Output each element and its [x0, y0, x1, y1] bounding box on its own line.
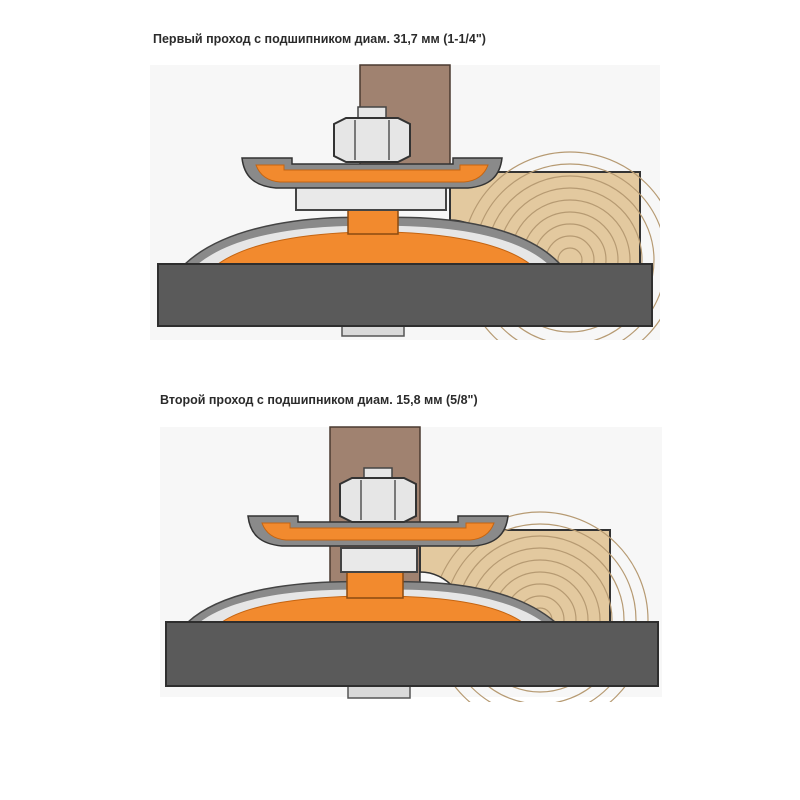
diagram-second-pass: [160, 426, 662, 702]
diagram-first-pass: [150, 64, 660, 340]
lower-cutter: [186, 580, 558, 623]
caption-first-pass: Первый проход с подшипником диам. 31,7 м…: [153, 32, 486, 46]
upper-cutter: [241, 157, 503, 189]
caption-second-pass: Второй проход с подшипником диам. 15,8 м…: [160, 393, 478, 407]
upper-cutter: [247, 515, 509, 547]
bearing-icon: [295, 185, 447, 211]
hex-nut-icon: [333, 106, 411, 163]
lower-cutter: [183, 216, 562, 265]
bearing-icon: [340, 547, 418, 573]
hex-nut-icon: [339, 467, 417, 523]
router-table: [165, 621, 659, 687]
router-table: [157, 263, 653, 327]
cutter-collar: [346, 569, 404, 599]
